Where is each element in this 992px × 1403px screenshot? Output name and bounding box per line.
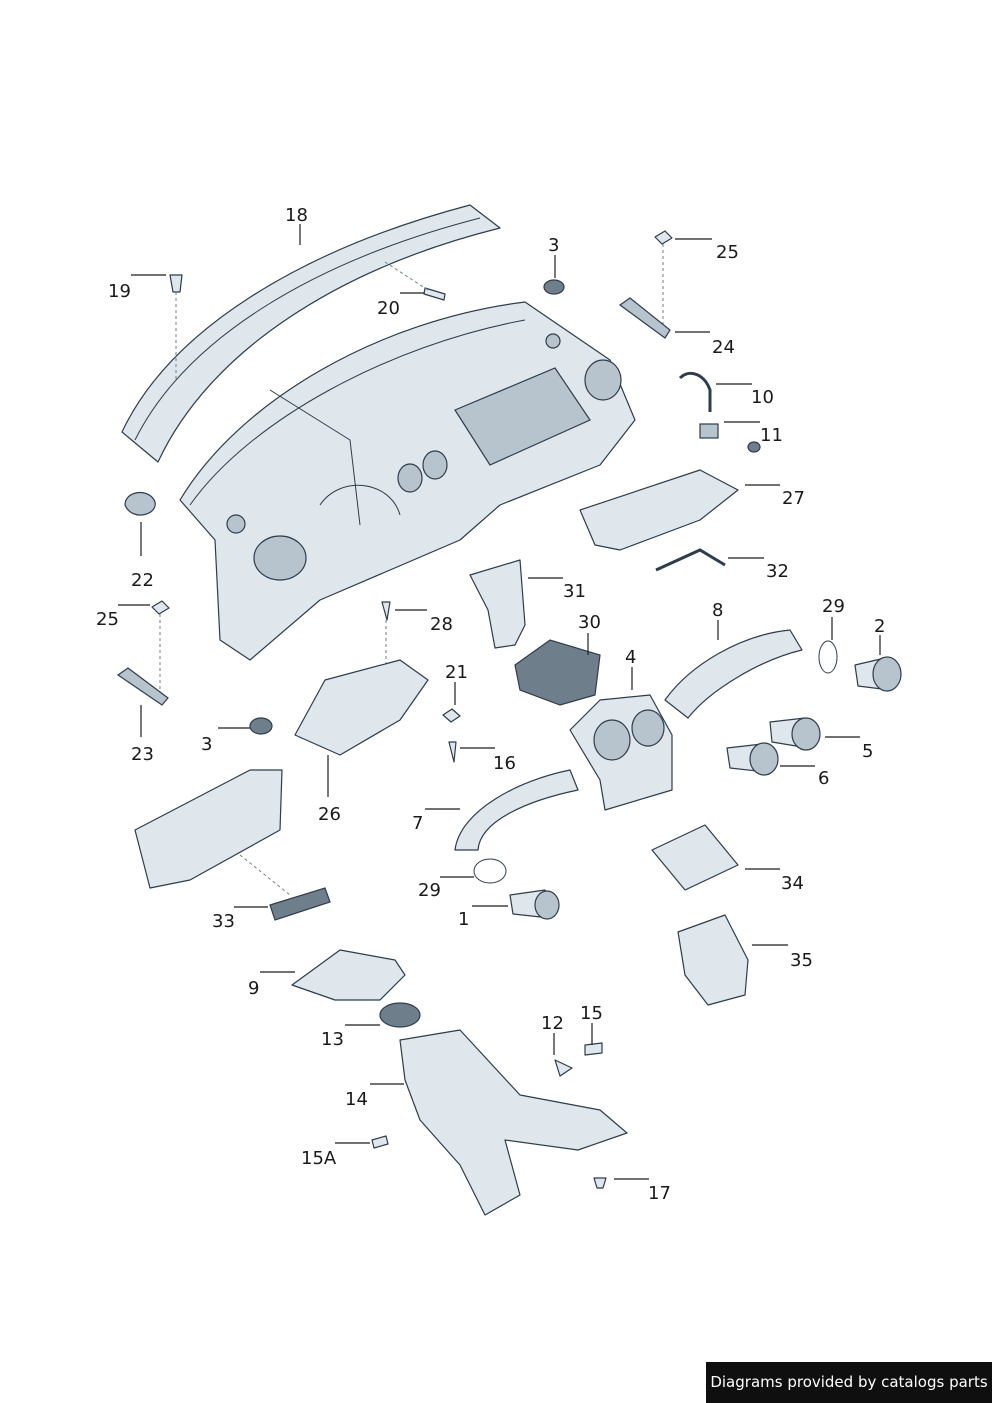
part-17-clip (593, 1177, 607, 1189)
callout-29: 29 (822, 596, 845, 617)
leader-lines (118, 224, 881, 1180)
part-18-upper-trim (121, 204, 501, 463)
part-15-bolt (584, 1042, 603, 1056)
callout-7: 7 (412, 813, 423, 834)
callout-3: 3 (201, 734, 212, 755)
callout-5: 5 (862, 741, 873, 762)
callout-30: 30 (578, 612, 601, 633)
part-34-flap (651, 824, 739, 891)
part-21-clip (442, 708, 461, 723)
part-30-hose (514, 639, 601, 706)
callout-18: 18 (285, 205, 308, 226)
callout-11: 11 (760, 425, 783, 446)
part-3-plug-top (543, 279, 565, 295)
callout-33: 33 (212, 911, 235, 932)
part-11-sensor (699, 423, 761, 453)
callout-12: 12 (541, 1013, 564, 1034)
part-23-bracket (116, 667, 169, 706)
callout-20: 20 (377, 298, 400, 319)
part-13-ring (379, 1002, 421, 1028)
callout-14: 14 (345, 1089, 368, 1110)
part-25-nut-top (654, 230, 673, 330)
callout-19: 19 (108, 281, 131, 302)
part-29-seal-lower (473, 858, 507, 884)
callout-1: 1 (458, 909, 469, 930)
part-29-seal-top (818, 640, 838, 674)
part-9-duct (291, 949, 406, 1001)
part-20-screw (384, 261, 446, 301)
part-31-duct (469, 559, 526, 649)
callout-4: 4 (625, 647, 636, 668)
part-8-duct (664, 629, 803, 719)
part-4-center-housing (569, 694, 673, 811)
part-32-strip (655, 548, 726, 572)
part-19-clip (169, 274, 183, 380)
callout-22: 22 (131, 570, 154, 591)
callout-24: 24 (712, 337, 735, 358)
part-16-screw (448, 741, 457, 763)
credit-banner: Diagrams provided by catalogs parts (706, 1362, 992, 1403)
part-14-floor-duct (399, 1029, 628, 1216)
callout-27: 27 (782, 488, 805, 509)
callout-25: 25 (716, 242, 739, 263)
callout-8: 8 (712, 600, 723, 621)
part-5-vent (769, 717, 821, 751)
callout-26: 26 (318, 804, 341, 825)
part-27-cover-right (579, 469, 739, 551)
callout-34: 34 (781, 873, 804, 894)
callout-16: 16 (493, 753, 516, 774)
part-28-screw (381, 601, 391, 665)
part-33-switch (269, 887, 331, 921)
part-15A-screw (371, 1135, 389, 1149)
part-3-plug-left (249, 717, 273, 735)
callout-2: 2 (874, 616, 885, 637)
part-1-vent (509, 889, 560, 920)
part-26-cover-left (294, 659, 429, 756)
callout-21: 21 (445, 662, 468, 683)
callout-31: 31 (563, 581, 586, 602)
part-22-ring (124, 492, 156, 516)
callout-25: 25 (96, 609, 119, 630)
callout-9: 9 (248, 978, 259, 999)
callout-15A: 15A (301, 1148, 337, 1169)
part-7-duct (454, 769, 579, 851)
callout-23: 23 (131, 744, 154, 765)
part-10-hose (678, 371, 712, 412)
part-25-nut-left (151, 600, 170, 690)
callout-35: 35 (790, 950, 813, 971)
part-6-vent (726, 742, 779, 776)
callout-13: 13 (321, 1029, 344, 1050)
part-2-vent (854, 656, 902, 692)
callout-28: 28 (430, 614, 453, 635)
part-12-clip (554, 1059, 573, 1077)
callout-29: 29 (418, 880, 441, 901)
support-bracket (134, 769, 283, 889)
callout-labels: 18 19 20 3 25 24 10 11 27 32 22 31 25 28… (96, 205, 885, 1204)
callout-17: 17 (648, 1183, 671, 1204)
part-35-glovebox (677, 914, 749, 1006)
callout-10: 10 (751, 387, 774, 408)
callout-32: 32 (766, 561, 789, 582)
callout-15: 15 (580, 1003, 603, 1024)
callout-3: 3 (548, 235, 559, 256)
part-24-bracket (618, 297, 671, 339)
dashboard-body (179, 301, 636, 661)
callout-6: 6 (818, 768, 829, 789)
